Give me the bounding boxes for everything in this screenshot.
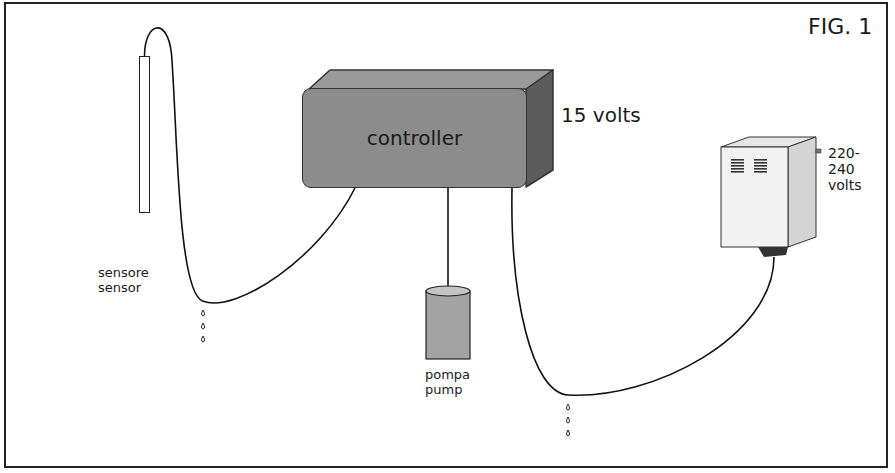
power-adapter — [716, 135, 822, 261]
water-drops — [567, 404, 570, 436]
vent-slot — [731, 162, 744, 164]
vent-slot — [754, 171, 767, 173]
device-node: controller — [302, 88, 527, 188]
vent-slot — [731, 171, 744, 173]
part-label: pump — [425, 382, 471, 397]
vent-slot — [731, 159, 744, 161]
pump-cylinder — [425, 285, 471, 361]
device-node: sensoresensor — [98, 56, 150, 295]
voltage-label: 220-240 volts — [828, 145, 884, 193]
part-label: sensor — [98, 280, 150, 295]
vent-slot — [731, 168, 744, 170]
vent-slot — [754, 162, 767, 164]
cable — [448, 188, 449, 286]
figure-number: FIG. 1 — [808, 14, 872, 39]
part-label: pompa — [425, 367, 471, 382]
pump-body — [426, 291, 470, 359]
controller-top — [309, 70, 553, 89]
voltage-label: 220-240 volts — [828, 145, 884, 193]
vent-slot — [731, 165, 744, 167]
vent-slot — [754, 159, 767, 161]
box-title: controller — [367, 126, 462, 150]
water-drops — [202, 310, 205, 342]
device-node: 220-240 volts — [716, 135, 884, 261]
vent-slot — [754, 168, 767, 170]
cable-line — [447, 188, 449, 286]
adapter-base — [758, 247, 788, 257]
vent-slot — [754, 165, 767, 167]
sensor-probe — [139, 56, 150, 213]
device-node: pompapump — [425, 285, 471, 397]
adapter-prong — [816, 149, 821, 153]
controller-side — [526, 70, 553, 187]
adapter-front — [721, 147, 788, 247]
pump-top — [426, 286, 470, 296]
adapter-side — [788, 137, 816, 247]
part-label: sensore — [98, 265, 150, 280]
voltage-label: 15 volts — [561, 103, 641, 127]
